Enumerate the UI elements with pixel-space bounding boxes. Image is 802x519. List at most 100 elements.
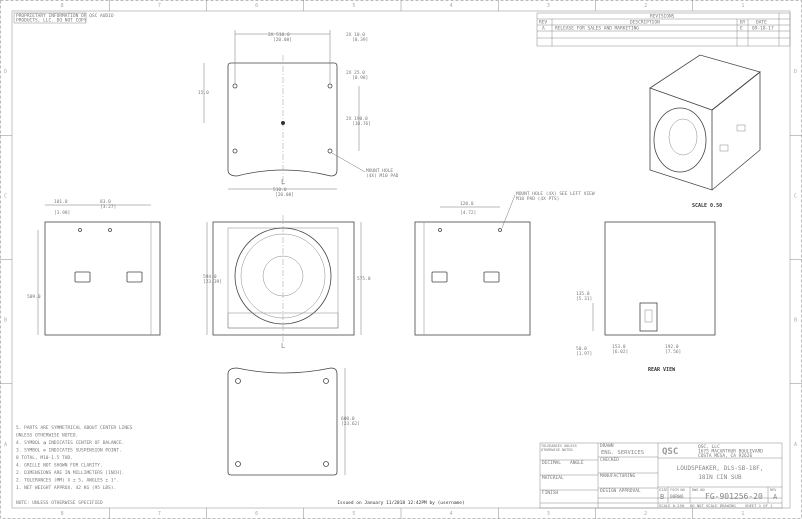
note-line: 2. DIMENSIONS ARE IN MILLIMETERS [INCH].	[16, 470, 124, 476]
scale-value: SCALE 0.250	[659, 503, 685, 508]
dim-text: 135.0	[576, 291, 590, 297]
dim-text: [23.62]	[341, 421, 360, 427]
dim-text: 120.0	[460, 201, 474, 207]
note-line: 3. SYMBOL ⊕ INDICATES SUSPENSION POINT.	[16, 448, 122, 454]
dim-text: 600.0	[341, 416, 355, 422]
zone-label: 7	[158, 3, 161, 9]
fscm-value: 00RW6	[670, 494, 684, 500]
zone-label: 8	[61, 3, 64, 9]
dim-text: 575.0	[357, 276, 371, 282]
sheet-number: SHEET 1 OF 1	[745, 503, 773, 508]
zone-label: 2	[644, 3, 647, 9]
scale-label: SCALE 0.50	[692, 203, 722, 209]
right-side-view: 120.0 [4.72] MOUNT HOLE (4X) SEE LEFT VI…	[414, 191, 595, 336]
by-cell: E	[740, 26, 743, 32]
description-cell: RELEASE FOR SALES AND MARKETING	[555, 26, 639, 32]
finish-label: FINISH	[542, 490, 559, 496]
dim-text: [6.02]	[612, 349, 628, 355]
dim-text: 509.0	[27, 294, 41, 300]
dim-text: 2X 10.0	[346, 32, 365, 38]
dwg-number: FG-901256-20	[705, 492, 763, 501]
note-line: 4. SYMBOL ◑ INDICATES CENTER OF BALANCE.	[16, 440, 124, 446]
tolerance-label: TOLERANCES UNLESS OTHERWISE NOTED	[541, 444, 577, 452]
dim-text: [0.98]	[352, 75, 368, 81]
fscm-label: FSCM NO	[670, 488, 685, 492]
rev-value: A	[773, 493, 778, 501]
date-header: DATE	[756, 20, 767, 26]
centerline-label: L	[281, 342, 285, 350]
drawing-title: 18IN CIN SUB	[698, 474, 742, 481]
dim-text: [20.08]	[273, 37, 292, 43]
note-line: UNLESS OTHERWISE NOTED.	[16, 433, 78, 439]
rear-view-label: REAR VIEW	[648, 367, 676, 373]
dim-text: [3.98]	[54, 210, 70, 216]
note-line: 8 TOTAL, M10-1.5 THD.	[16, 455, 73, 461]
bottom-view: 600.0 [23.62]	[227, 367, 360, 476]
zone-label: B	[794, 318, 797, 324]
stamp-line: PROPRIETARY INFORMATION OF QSC AUDIO	[16, 13, 114, 19]
inner-border	[11, 10, 791, 509]
zone-label: 6	[255, 3, 258, 9]
dim-text: 510.0	[273, 187, 287, 193]
zone-label: 4	[450, 511, 453, 517]
issued-note: Issued on January 11/2018 12:42PM by (us…	[337, 500, 464, 506]
zone-label: A	[794, 442, 797, 448]
front-view: L 594.0 [23.39] 575.0	[203, 215, 371, 350]
drawn-label: DRAWN	[600, 443, 614, 449]
dim-text: [23.39]	[203, 279, 222, 285]
zone-label: B	[4, 318, 7, 324]
dim-text: 50.0	[576, 346, 587, 352]
dim-text: [0.39]	[352, 37, 368, 43]
isometric-view: SCALE 0.50	[649, 54, 761, 209]
zone-label: 7	[158, 511, 161, 517]
zone-label: C	[4, 193, 7, 199]
zone-label: 4	[450, 3, 453, 9]
dim-text: 2X 510.0	[268, 32, 290, 38]
rev-label: REV	[770, 488, 777, 492]
dim-text: 153.0	[612, 344, 626, 350]
do-not-scale: DO NOT SCALE DRAWING	[690, 503, 736, 508]
zone-label: D	[794, 69, 797, 75]
notes-block: 5. PARTS ARE SYMMETRICAL ABOUT CENTER LI…	[16, 425, 133, 491]
dim-text: [4.72]	[460, 210, 476, 216]
dim-text: 2X 25.0	[346, 70, 365, 76]
revisions-title: REVISIONS	[650, 14, 675, 20]
size-value: B	[660, 493, 664, 501]
stamp-line: PRODUCTS, LLC. DO NOT COPY	[16, 18, 87, 24]
dim-text: [3.27]	[100, 204, 116, 210]
company-logo: QSC	[662, 447, 678, 457]
dim-text: 192.0	[665, 344, 679, 350]
proprietary-stamp	[13, 12, 87, 24]
zone-label: A	[4, 442, 7, 448]
note-line: 4. GRILLE NOT SHOWN FOR CLARITY.	[16, 463, 103, 469]
dim-text: [1.97]	[576, 351, 592, 357]
rev-cell: A	[542, 26, 545, 32]
size-label: SIZE	[659, 488, 667, 492]
rear-view: 135.0 [5.31] 50.0 [1.97] 153.0 [6.02] 19…	[576, 221, 716, 373]
approval-label: DESIGN APPROVAL	[600, 488, 641, 494]
callout-text: (4X) M10 PAD	[366, 173, 399, 179]
centerline-label: L	[281, 178, 285, 186]
callout-text: M10 PAD (4X PTS)	[516, 196, 559, 202]
zone-label: 5	[352, 3, 355, 9]
zone-label: 8	[61, 511, 64, 517]
zone-label: 5	[352, 511, 355, 517]
dim-text: 15.0	[198, 90, 209, 96]
zone-label: 3	[547, 3, 550, 9]
tolerance-cell: TOLERANCES UNLESS OTHERWISE NOTED	[541, 444, 577, 452]
note-line: 1. NET WEIGHT APPROX. 42 KG (95 LBS).	[16, 485, 116, 491]
dim-text: 594.0	[203, 274, 217, 280]
angle-label: ANGLE	[570, 460, 584, 466]
drawn-value: ENG. SERVICES	[601, 450, 644, 456]
zone-label: 1	[741, 3, 744, 9]
revisions-table: REVISIONS REV DESCRIPTION BY DATE A RELE…	[536, 12, 791, 47]
description-header: DESCRIPTION	[630, 20, 660, 26]
zone-label: 3	[547, 511, 550, 517]
dim-text: 101.0	[54, 199, 68, 205]
zone-label: D	[4, 69, 7, 75]
dim-text: [20.08]	[275, 192, 294, 198]
rev-header: REV	[539, 20, 547, 26]
zone-label: 6	[255, 511, 258, 517]
